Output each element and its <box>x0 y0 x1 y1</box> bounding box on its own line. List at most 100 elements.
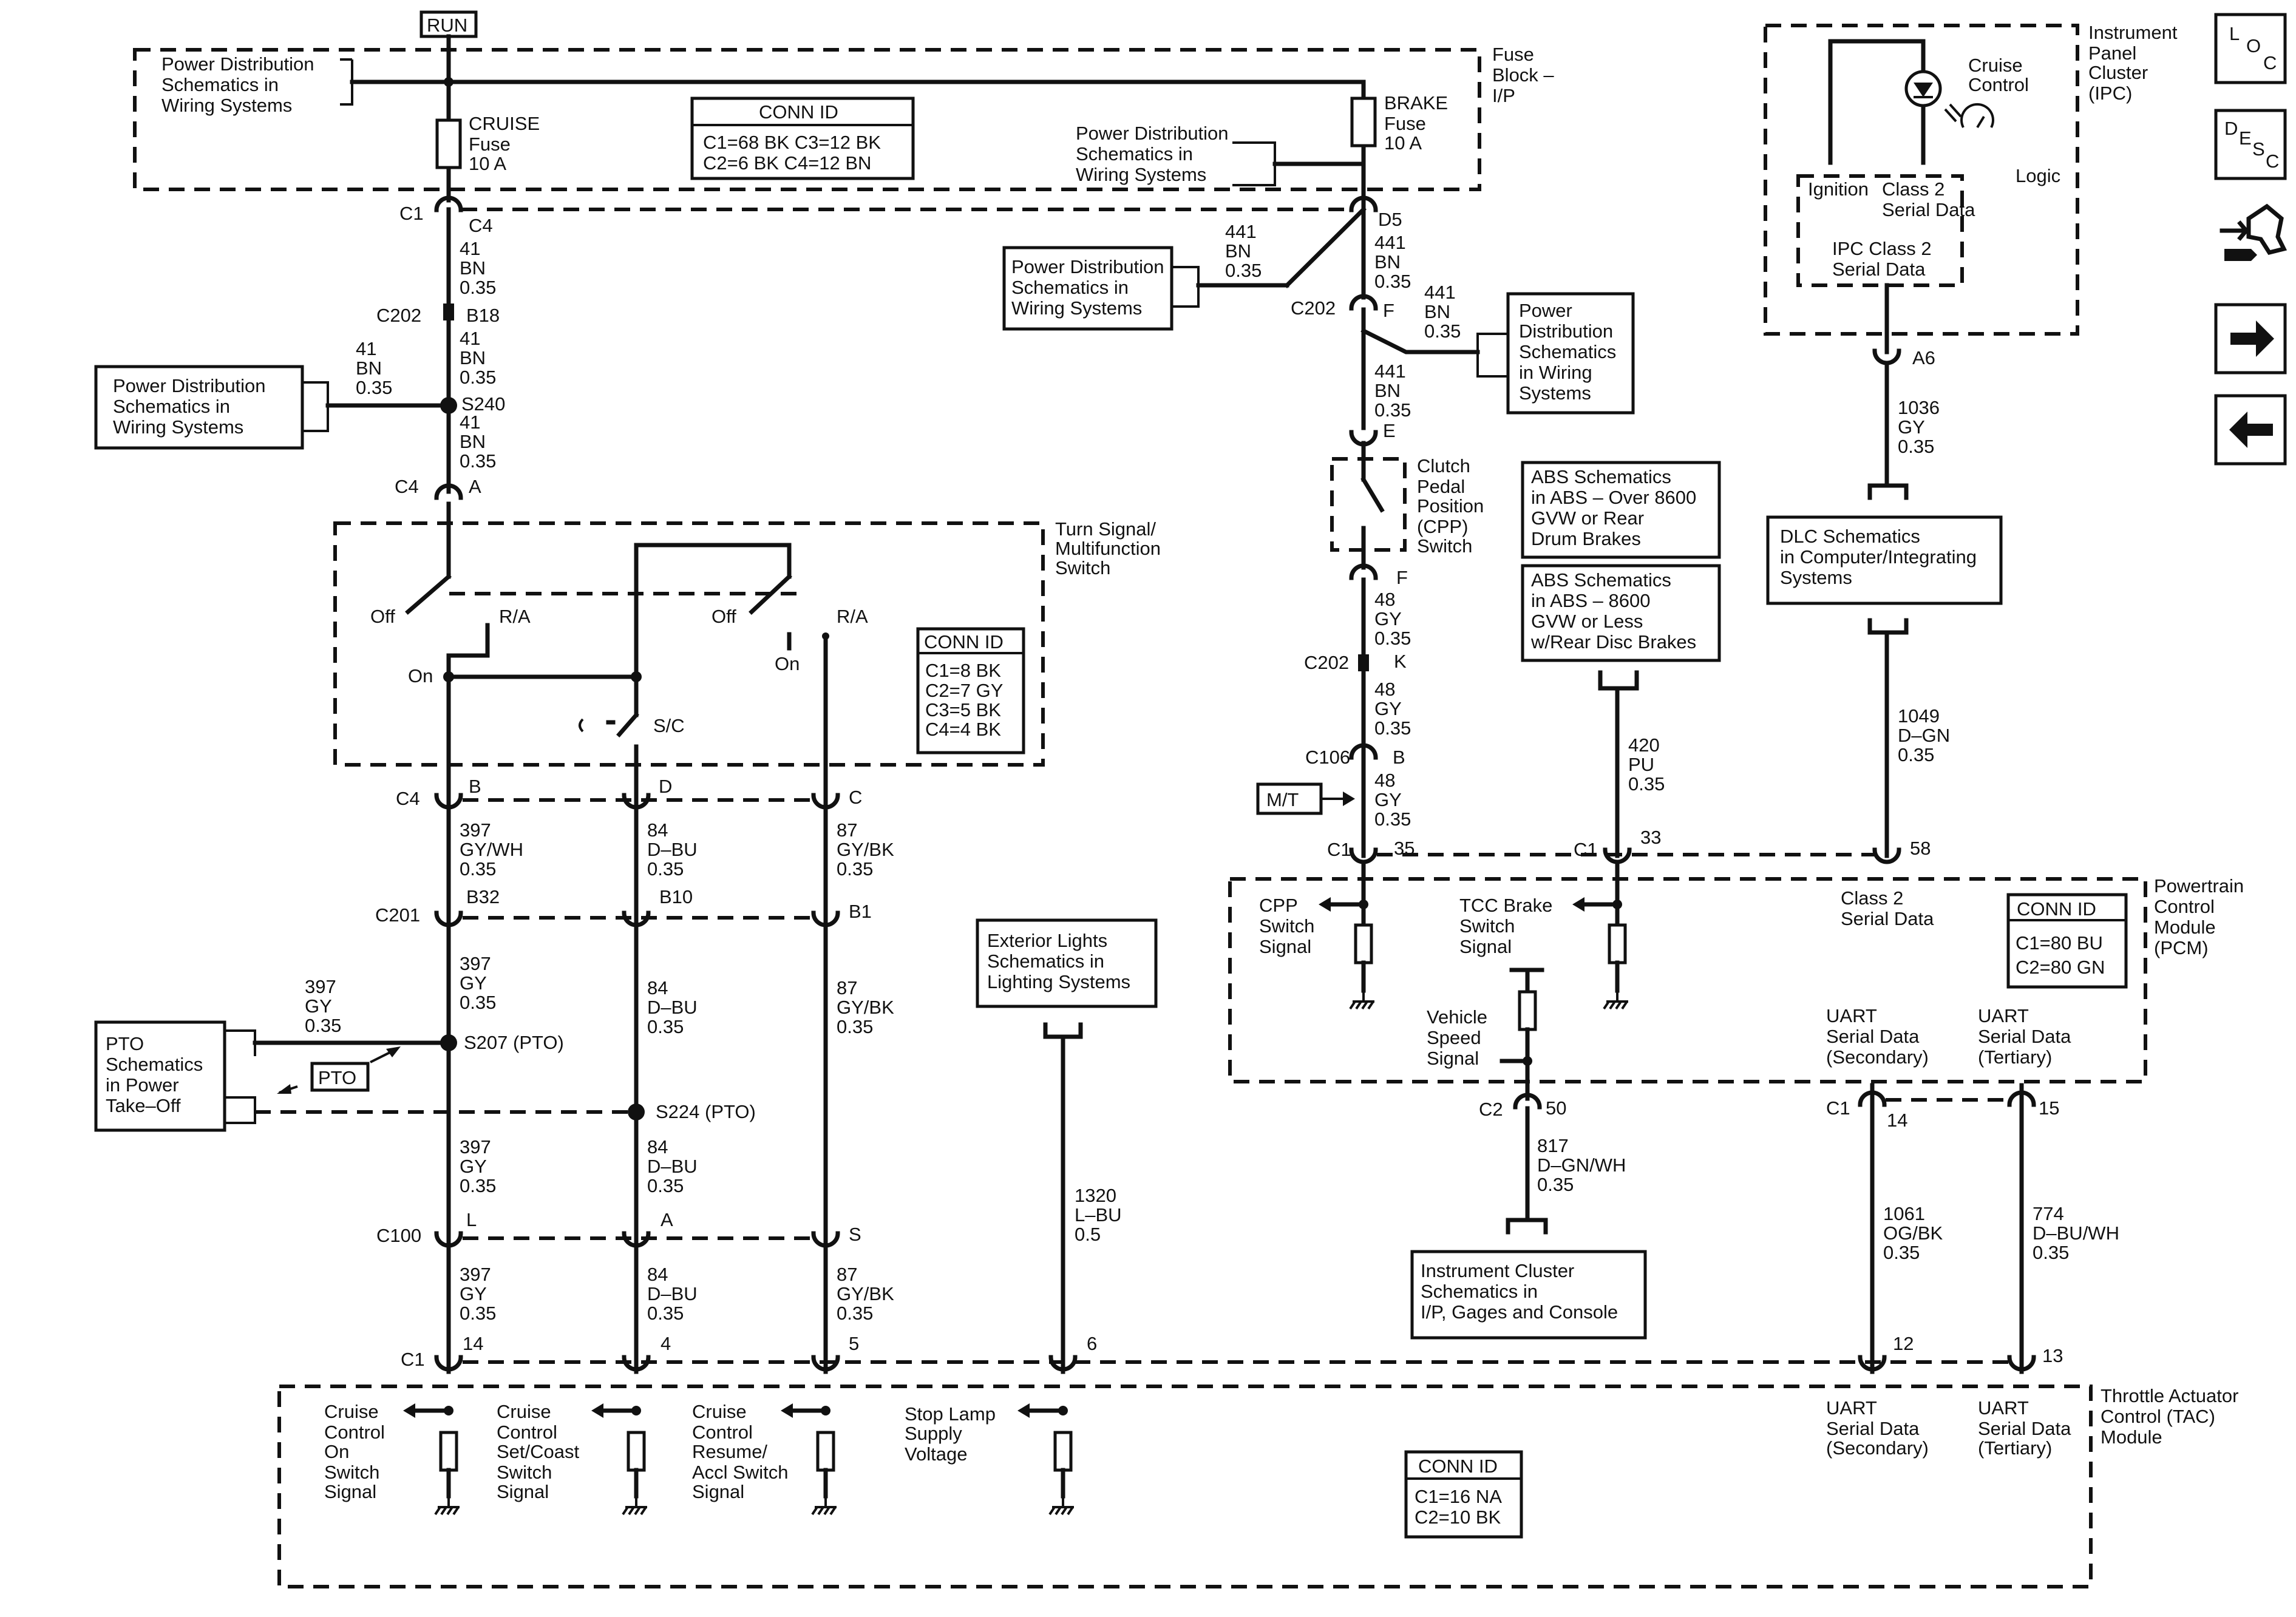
ipc-cruise-label: Cruise Control <box>1968 55 2029 95</box>
pto-schematics-box: PTO Schematics in Power Take–Off <box>94 1020 256 1132</box>
svg-text:0.35: 0.35 <box>1628 773 1665 795</box>
svg-text:Control: Control <box>692 1422 753 1443</box>
fuse-block-outline <box>133 48 1481 191</box>
svg-text:1036: 1036 <box>1898 397 1940 418</box>
wire-48-1: 48 GY 0.35 <box>1374 589 1411 649</box>
connector-tool-icon[interactable] <box>2216 200 2288 268</box>
wire-441-branch: 441 BN 0.35 <box>1225 221 1262 281</box>
wire-1049: 1049 D–GN 0.35 <box>1898 705 1950 765</box>
next-button[interactable] <box>2214 303 2287 375</box>
switch-sc: S/C <box>653 715 685 736</box>
svg-text:Lighting Systems: Lighting Systems <box>987 971 1130 992</box>
svg-text:0.35: 0.35 <box>1374 399 1411 421</box>
switch-on-2: On <box>775 653 800 674</box>
svg-text:0.35: 0.35 <box>1883 1242 1920 1263</box>
svg-text:441: 441 <box>1225 221 1257 242</box>
pcm-cpp-circuit: CPP Switch Signal <box>1259 859 1376 1010</box>
svg-text:D–BU: D–BU <box>647 1283 698 1304</box>
c100-label: C100 <box>376 1225 421 1246</box>
svg-text:D–BU: D–BU <box>647 839 698 860</box>
arrow-left-icon <box>2229 412 2273 448</box>
c1-pcm-label: C1 <box>1327 839 1351 860</box>
conn-id-pcm: CONN ID C1=80 BU C2=80 GN <box>2006 893 2128 989</box>
pin-k: K <box>1394 651 1407 672</box>
svg-text:Class 2: Class 2 <box>1882 178 1944 200</box>
svg-text:Multifunction: Multifunction <box>1055 538 1161 559</box>
svg-text:Control: Control <box>2154 896 2215 917</box>
svg-text:GY/BK: GY/BK <box>837 1283 894 1304</box>
svg-text:BN: BN <box>460 431 486 452</box>
svg-text:87: 87 <box>837 977 857 998</box>
wire-441-3: 441 BN 0.35 <box>1374 361 1411 421</box>
svg-text:I/P: I/P <box>1492 85 1515 106</box>
pds-box-left: Power Distribution Schematics in Wiring … <box>94 365 329 450</box>
svg-text:817: 817 <box>1537 1135 1569 1156</box>
pin-b-c4: B <box>469 776 481 797</box>
svg-text:Systems: Systems <box>1519 382 1591 404</box>
dlc-schematics-box: DLC Schematics in Computer/Integrating S… <box>1766 515 2003 605</box>
svg-text:BRAKE: BRAKE <box>1384 92 1448 114</box>
wire-41-label-1: 41 BN 0.35 <box>460 238 496 298</box>
wire-84-3: 84 D–BU 0.35 <box>647 1136 698 1196</box>
wire-397-4: 397 GY 0.35 <box>460 1264 496 1324</box>
svg-text:C1=8 BK: C1=8 BK <box>925 660 1001 681</box>
svg-text:397: 397 <box>305 976 336 997</box>
pin-e: E <box>1383 420 1396 441</box>
svg-text:D: D <box>2224 118 2238 139</box>
svg-text:Schematics in: Schematics in <box>1421 1281 1538 1302</box>
svg-text:in Wiring: in Wiring <box>1519 362 1592 383</box>
svg-text:Serial Data: Serial Data <box>1826 1418 1920 1439</box>
pcm-uart-secondary: UART Serial Data (Secondary) <box>1826 1005 1929 1068</box>
svg-text:84: 84 <box>647 819 668 841</box>
svg-text:Signal: Signal <box>324 1481 376 1502</box>
svg-text:Voltage: Voltage <box>905 1443 967 1465</box>
svg-text:C1=16 NA: C1=16 NA <box>1415 1486 1502 1507</box>
svg-text:On: On <box>324 1441 349 1462</box>
svg-text:397: 397 <box>460 819 491 841</box>
svg-text:0.35: 0.35 <box>1374 808 1411 830</box>
svg-text:BN: BN <box>460 257 486 279</box>
svg-text:Switch: Switch <box>497 1462 552 1483</box>
pin-b18: B18 <box>466 305 500 326</box>
pcm-uart-tertiary: UART Serial Data (Tertiary) <box>1978 1005 2071 1068</box>
svg-text:D–GN/WH: D–GN/WH <box>1537 1154 1626 1176</box>
wire-420: 420 PU 0.35 <box>1628 734 1665 795</box>
splice-s224 <box>628 1103 645 1120</box>
svg-text:Pedal: Pedal <box>1417 476 1465 497</box>
svg-text:Switch: Switch <box>1259 915 1314 937</box>
tac-circuit-on: Cruise Control On Switch Signal <box>324 1401 461 1516</box>
turn-signal-switch-outline <box>333 521 1045 767</box>
pcm-vss-circuit: Vehicle Speed Signal <box>1427 968 1544 1101</box>
svg-text:Control (TAC): Control (TAC) <box>2101 1406 2215 1427</box>
pin-14-pcm: 14 <box>1887 1110 1907 1131</box>
svg-text:(CPP): (CPP) <box>1417 516 1468 537</box>
wire-441-1: 441 BN 0.35 <box>1374 232 1411 292</box>
brake-fuse <box>1350 97 1377 147</box>
pin-6-tac: 6 <box>1087 1333 1097 1354</box>
svg-text:Cluster: Cluster <box>2088 62 2148 83</box>
svg-text:1061: 1061 <box>1883 1203 1925 1224</box>
wire-397-pto: 397 GY 0.35 <box>305 976 341 1036</box>
svg-text:1049: 1049 <box>1898 705 1940 727</box>
svg-text:0.35: 0.35 <box>837 1303 873 1324</box>
svg-text:Schematics in: Schematics in <box>161 74 279 95</box>
svg-text:GY: GY <box>1898 416 1925 438</box>
svg-text:Serial Data: Serial Data <box>1882 199 1975 220</box>
svg-text:CONN ID: CONN ID <box>924 631 1004 653</box>
svg-text:in Computer/Integrating: in Computer/Integrating <box>1780 546 1977 568</box>
svg-text:Powertrain: Powertrain <box>2154 875 2244 897</box>
pin-b1: B1 <box>849 901 872 922</box>
svg-text:Serial Data: Serial Data <box>1978 1418 2071 1439</box>
prev-button[interactable] <box>2214 394 2287 466</box>
pin-50: 50 <box>1546 1097 1566 1119</box>
svg-text:TCC Brake: TCC Brake <box>1459 895 1552 916</box>
wire-48-3: 48 GY 0.35 <box>1374 770 1411 830</box>
svg-text:CONN ID: CONN ID <box>759 101 838 123</box>
c202-left-label: C202 <box>376 305 421 326</box>
svg-text:CRUISE: CRUISE <box>469 113 540 134</box>
loc-button[interactable]: L O C <box>2214 13 2287 84</box>
desc-button[interactable]: D E S C <box>2214 109 2287 180</box>
mt-option-tag: M/T <box>1256 782 1355 815</box>
svg-text:84: 84 <box>647 977 668 998</box>
svg-text:Serial Data: Serial Data <box>1832 259 1926 280</box>
